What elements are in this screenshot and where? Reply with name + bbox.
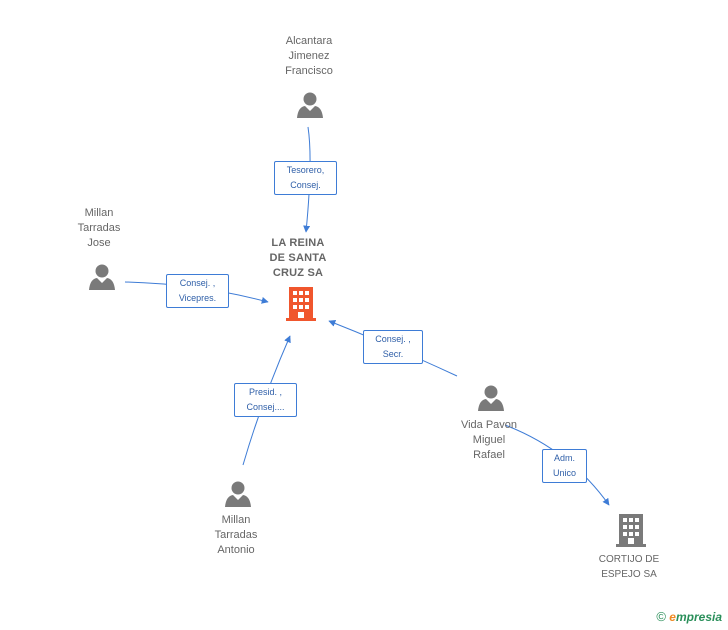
node-label-line: Francisco [285, 65, 333, 77]
edge-label-line: Consej.... [246, 402, 285, 412]
node-label-line: Jose [87, 237, 111, 249]
node-label-line: DE SANTA [269, 252, 327, 264]
edge-label-line: Consej. , [375, 334, 411, 344]
copyright-symbol: © [656, 609, 666, 624]
node-label-line: Tarradas [77, 222, 121, 234]
edge-label-line: Consej. , [179, 278, 216, 288]
node-label-line: Antonio [217, 544, 255, 556]
building-icon-cortijo[interactable] [616, 514, 646, 547]
edge-label-line: Presid. , [248, 387, 282, 397]
node-label-millan-jose[interactable]: Millan Tarradas Jose [78, 206, 121, 251]
node-label-millan-antonio[interactable]: Millan Tarradas Antonio [215, 513, 258, 558]
node-label-line: Alcantara [285, 35, 333, 47]
node-label-line: Vida Pavon [460, 419, 518, 431]
edge-label-millan-antonio[interactable]: Presid. , Consej.... [234, 383, 297, 417]
node-label-line: LA REINA [271, 237, 325, 249]
edge-label-line: Secr. [382, 349, 404, 359]
edge-label-vida-pavon[interactable]: Consej. , Secr. [363, 330, 423, 364]
node-label-line: Miguel [472, 434, 506, 446]
edge-label-line: Vicepres. [178, 293, 217, 303]
brand-logo-e: e [669, 610, 676, 624]
node-label-line: Jimenez [288, 50, 330, 62]
person-icon-vida-pavon[interactable] [478, 385, 504, 412]
node-label-line: Millan [84, 207, 114, 219]
person-icon-millan-jose[interactable] [89, 264, 115, 291]
edge-label-line: Consej. [290, 180, 321, 190]
node-label-line: Millan [221, 514, 251, 526]
empresia-logo[interactable]: © empresia [656, 609, 722, 624]
edge-label-line: Unico [552, 468, 576, 478]
edge-label-alcantara[interactable]: Tesorero, Consej. [274, 161, 337, 195]
node-label-line: Tarradas [214, 529, 258, 541]
node-label-line: CORTIJO DE [598, 554, 660, 565]
node-label-line: CRUZ SA [272, 267, 324, 279]
person-icon-alcantara[interactable] [297, 92, 323, 119]
node-label-center[interactable]: LA REINA DE SANTA CRUZ SA [269, 236, 326, 281]
node-label-cortijo[interactable]: CORTIJO DE ESPEJO SA [599, 552, 659, 582]
edge-label-line: Tesorero, [286, 165, 325, 175]
node-label-line: Rafael [473, 449, 505, 461]
edge-label-line: Adm. [553, 453, 575, 463]
node-label-line: ESPEJO SA [601, 569, 657, 580]
building-icon-center[interactable] [286, 287, 316, 321]
node-label-vida-pavon[interactable]: Vida Pavon Miguel Rafael [461, 418, 517, 463]
node-label-alcantara[interactable]: Alcantara Jimenez Francisco [285, 34, 333, 79]
person-icon-millan-antonio[interactable] [225, 481, 251, 508]
edge-label-cortijo[interactable]: Adm. Unico [542, 449, 587, 483]
edge-label-millan-jose[interactable]: Consej. , Vicepres. [166, 274, 229, 308]
brand-logo-text: mpresia [675, 610, 722, 624]
